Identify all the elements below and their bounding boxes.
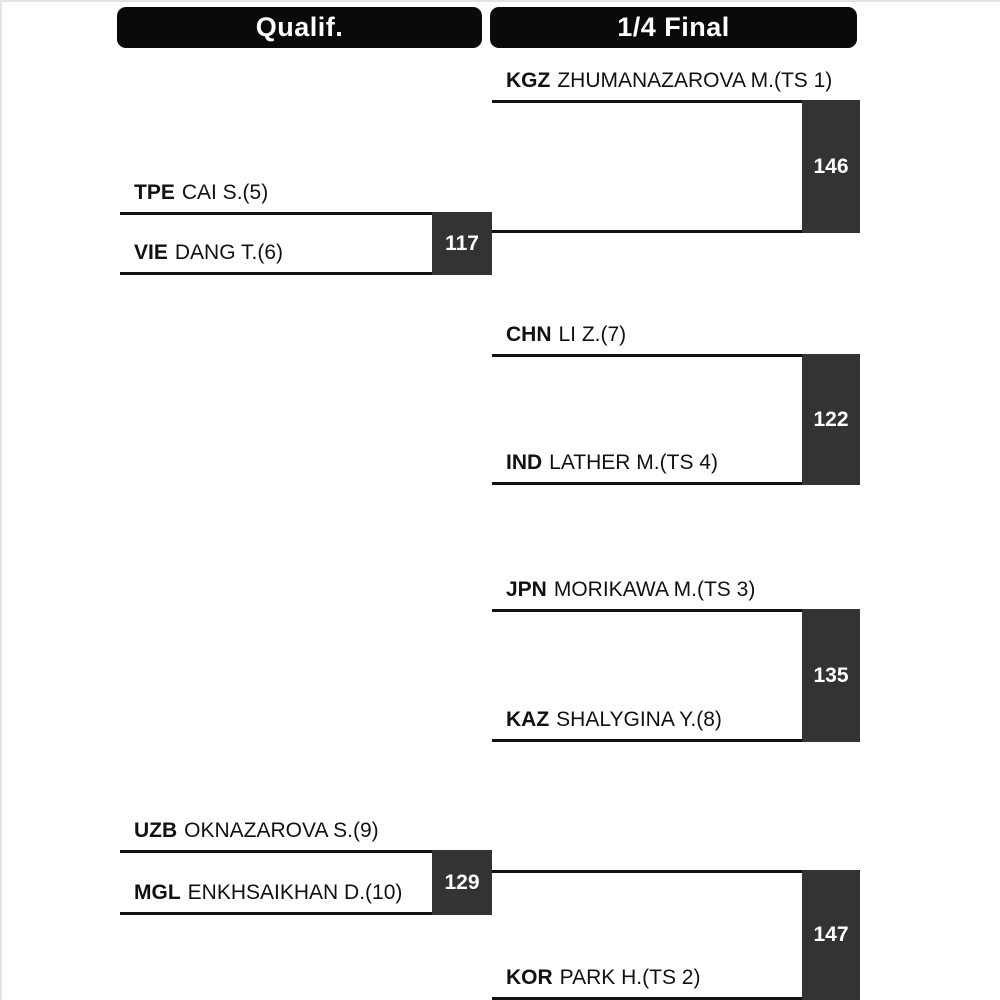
player-name: LI Z.(7) (558, 323, 627, 346)
slot-qf3-bottom: KAZ SHALYGINA Y.(8) (492, 699, 860, 742)
connector-line-qf4-top (492, 830, 860, 873)
round-header-qualification: Qualif. (117, 7, 482, 48)
slot-qualif2-top: UZB OKNAZAROVA S.(9) (120, 810, 432, 853)
player-name: MORIKAWA M.(TS 3) (553, 578, 756, 601)
score-box-qf3: 135 (802, 609, 860, 742)
country-code: JPN (506, 578, 547, 601)
country-code: KGZ (506, 69, 551, 92)
score-box-qualif1: 117 (432, 212, 492, 275)
slot-qualif1-top: TPE CAI S.(5) (120, 172, 432, 215)
country-code: CHN (506, 323, 552, 346)
player-name: SHALYGINA Y.(8) (556, 708, 722, 731)
slot-qualif1-bottom: VIE DANG T.(6) (120, 232, 432, 275)
slot-qf3-top: JPN MORIKAWA M.(TS 3) (492, 569, 860, 612)
country-code: UZB (134, 819, 178, 842)
team-label: VIE DANG T.(6) (134, 241, 283, 265)
player-name: ZHUMANAZAROVA M.(TS 1) (557, 69, 833, 92)
score-box-qf1: 146 (802, 100, 860, 233)
team-label: IND LATHER M.(TS 4) (506, 451, 718, 475)
team-label: KAZ SHALYGINA Y.(8) (506, 708, 722, 732)
team-label: CHN LI Z.(7) (506, 323, 626, 347)
team-label: MGL ENKHSAIKHAN D.(10) (134, 881, 402, 905)
team-label: KOR PARK H.(TS 2) (506, 966, 700, 990)
player-name: OKNAZAROVA S.(9) (184, 819, 379, 842)
player-name: CAI S.(5) (181, 181, 269, 204)
player-name: DANG T.(6) (174, 241, 283, 264)
score-box-qf4: 147 (802, 870, 860, 1000)
slot-qf2-top: CHN LI Z.(7) (492, 314, 860, 357)
round-header-quarterfinal: 1/4 Final (490, 7, 857, 48)
slot-qf1-top: KGZ ZHUMANAZAROVA M.(TS 1) (492, 60, 860, 103)
team-label: KGZ ZHUMANAZAROVA M.(TS 1) (506, 69, 832, 93)
player-name: PARK H.(TS 2) (559, 966, 701, 989)
connector-line-qf1-bottom (492, 190, 860, 233)
country-code: KOR (506, 966, 553, 989)
country-code: KAZ (506, 708, 550, 731)
slot-qualif2-bottom: MGL ENKHSAIKHAN D.(10) (120, 872, 432, 915)
country-code: TPE (134, 181, 175, 204)
country-code: IND (506, 451, 543, 474)
player-name: ENKHSAIKHAN D.(10) (187, 881, 403, 904)
score-box-qualif2: 129 (432, 850, 492, 915)
score-box-qf2: 122 (802, 354, 860, 485)
country-code: VIE (134, 241, 168, 264)
slot-qf4-bottom: KOR PARK H.(TS 2) (492, 957, 860, 1000)
team-label: UZB OKNAZAROVA S.(9) (134, 819, 379, 843)
team-label: TPE CAI S.(5) (134, 181, 268, 205)
slot-qf2-bottom: IND LATHER M.(TS 4) (492, 442, 860, 485)
player-name: LATHER M.(TS 4) (549, 451, 718, 474)
country-code: MGL (134, 881, 181, 904)
team-label: JPN MORIKAWA M.(TS 3) (506, 578, 755, 602)
